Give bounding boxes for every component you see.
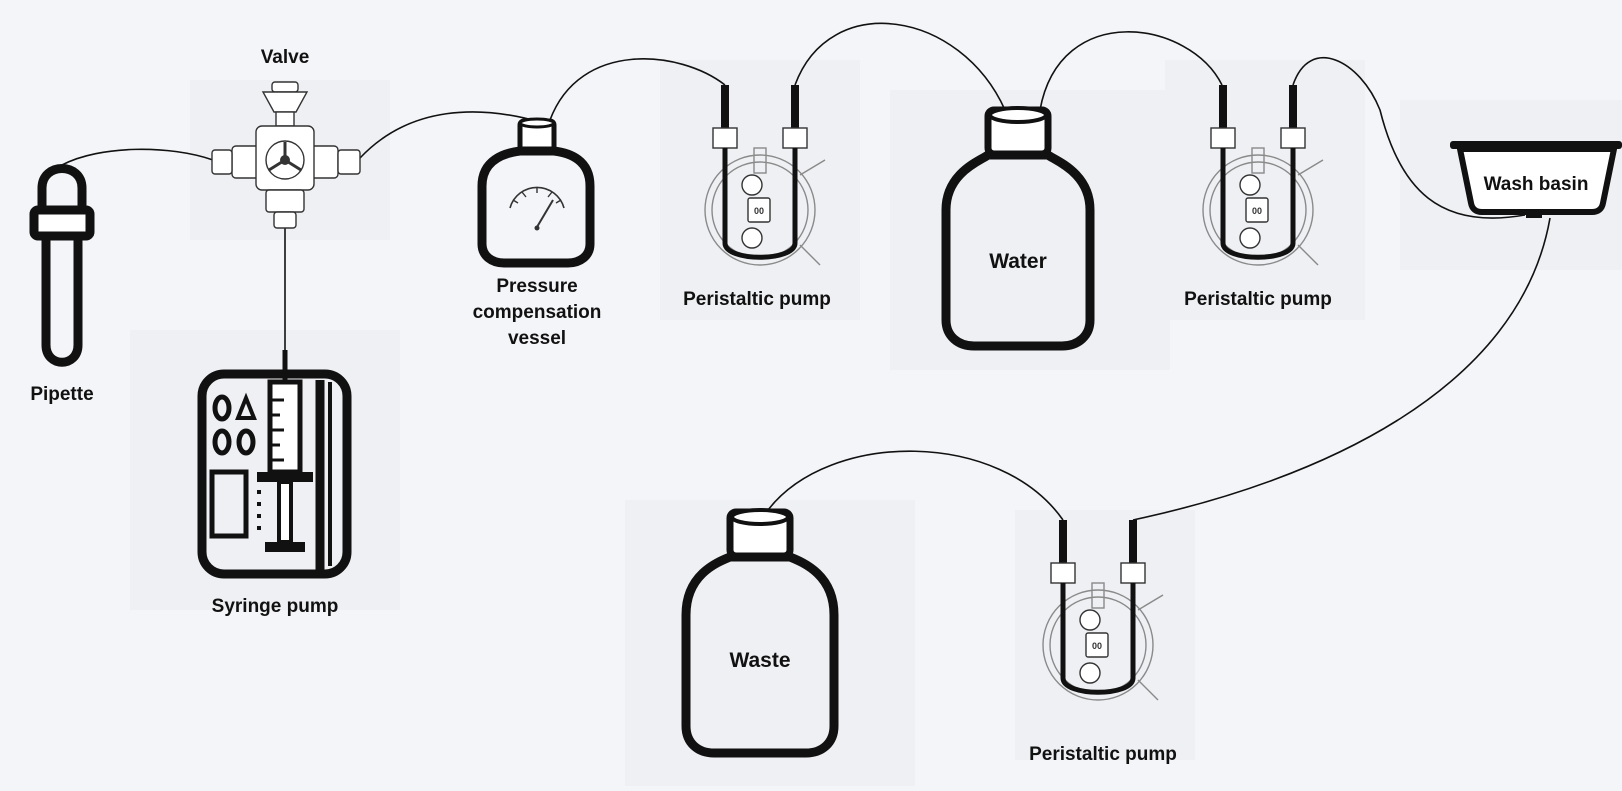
pressure-vessel-icon xyxy=(477,117,595,268)
pressure-vessel-label-line1: Pressure xyxy=(496,276,577,297)
peristaltic-pump-2-icon: 00 xyxy=(1202,85,1324,266)
pressure-vessel-label-line2: compensation xyxy=(473,302,602,323)
svg-text:00: 00 xyxy=(1252,206,1262,216)
tube-water-pump2 xyxy=(1039,31,1223,111)
pipette-label: Pipette xyxy=(30,384,93,405)
pump2-patch xyxy=(1165,60,1365,320)
peristaltic-pump-1-icon: 00 xyxy=(704,85,826,266)
svg-text:00: 00 xyxy=(754,206,764,216)
wash-basin-icon xyxy=(1450,141,1622,218)
svg-text:00: 00 xyxy=(1092,641,1102,651)
valve-icon xyxy=(211,81,361,229)
tube-pump3-waste xyxy=(767,450,1064,521)
tube-pump2-basin xyxy=(1292,56,1526,219)
tube-basin-pump3 xyxy=(1132,217,1551,521)
tube-vessel-pump1 xyxy=(549,58,726,121)
waste-label: Waste xyxy=(729,649,790,672)
tube-pipette-valve xyxy=(61,148,214,166)
water-label: Water xyxy=(989,250,1047,273)
peristaltic-pump-3-icon: 00 xyxy=(1042,520,1164,701)
pressure-vessel-label-line3: vessel xyxy=(508,328,566,349)
water-bottle-icon xyxy=(941,106,1095,351)
peristaltic-pump-3-label: Peristaltic pump xyxy=(1029,744,1177,765)
syringe-pump-icon xyxy=(197,350,352,579)
tube-pump1-water xyxy=(794,22,1006,111)
peristaltic-pump-1-label: Peristaltic pump xyxy=(683,289,831,310)
waste-bottle-icon xyxy=(681,508,839,758)
syringe-pump-label: Syringe pump xyxy=(212,596,339,617)
wash-basin-label: Wash basin xyxy=(1484,174,1589,195)
pipette-icon xyxy=(29,164,95,367)
valve-label: Valve xyxy=(261,47,310,68)
tube-valve-vessel xyxy=(359,111,541,159)
peristaltic-pump-2-label: Peristaltic pump xyxy=(1184,289,1332,310)
